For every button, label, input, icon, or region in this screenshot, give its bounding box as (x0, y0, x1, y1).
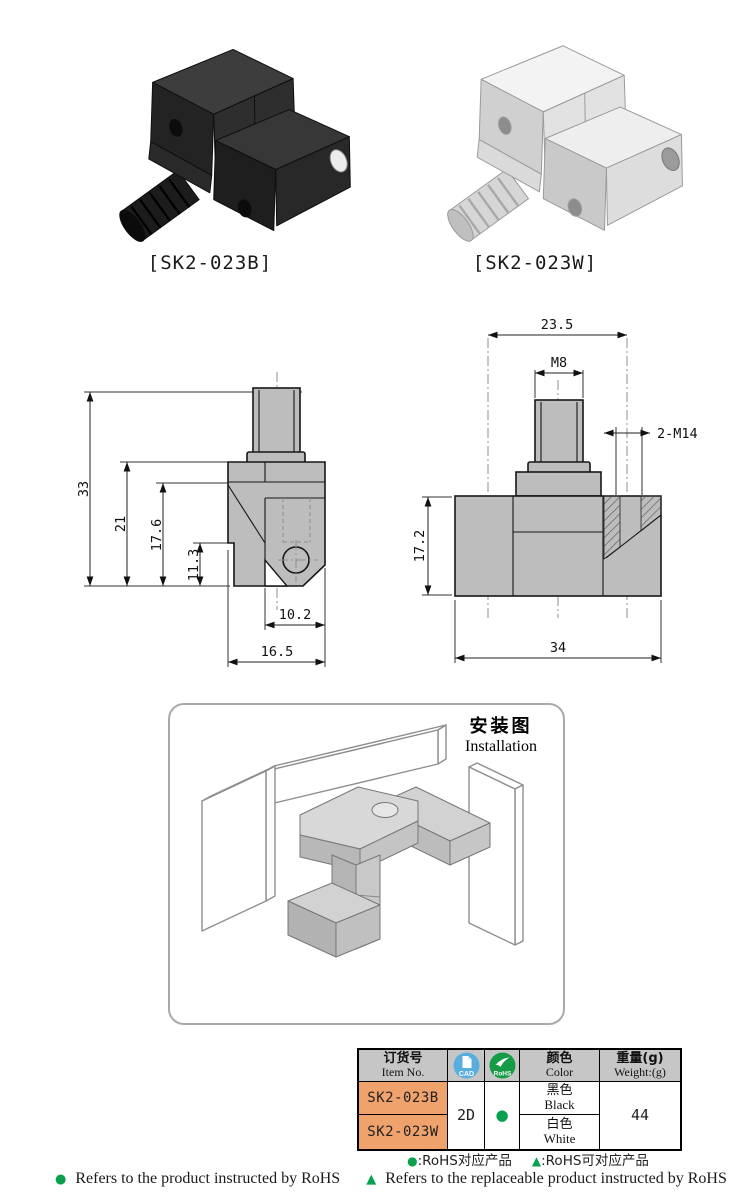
green-triangle-icon: ▲ (366, 1171, 377, 1187)
product-label-black: [SK2-023B] (147, 252, 273, 274)
rohs-legend-zh: ●:RoHS对应产品 ▲:RoHS可对应产品 (378, 1149, 678, 1169)
rohs-dot: ● (495, 1105, 509, 1124)
hinge-isometric (287, 786, 491, 958)
green-dot-icon: ● (55, 1171, 67, 1187)
dim-33: 33 (76, 481, 92, 497)
installation-title-zh: 安装图 (469, 716, 533, 737)
rohs-status: ● (485, 1082, 520, 1149)
side-view: 33 21 17.6 11.3 10.2 16.5 (76, 372, 326, 667)
frame-right-plate (468, 762, 524, 946)
green-triangle-icon: ▲ (531, 1154, 542, 1168)
header-color-zh: 颜色 (546, 1051, 573, 1067)
dim-17-2: 17.2 (412, 530, 428, 563)
color-black-zh: 黑色 (546, 1083, 573, 1099)
weight-value: 44 (630, 1105, 650, 1124)
header-item-en: Item No. (381, 1065, 425, 1080)
rohs-legend-en-tri-text: Refers to the replaceable product instru… (385, 1170, 727, 1187)
rohs-legend-en: ● Refers to the product instructed by Ro… (55, 1170, 727, 1188)
color-black-cell: 黑色 Black (520, 1082, 600, 1115)
dim-2-m14: 2-M14 (657, 426, 698, 442)
header-item-zh: 订货号 (383, 1051, 423, 1067)
installation-box: 安装图 Installation (168, 703, 565, 1025)
dim-10-2: 10.2 (279, 607, 312, 623)
hinge-top-wing (299, 786, 419, 872)
item-number-black: SK2-023B (359, 1082, 448, 1115)
dim-21: 21 (113, 516, 129, 532)
header-item-no: 订货号 Item No. (359, 1050, 448, 1082)
front-view: 23.5 M8 2-M14 17.2 34 (412, 317, 698, 663)
header-color-en: Color (545, 1065, 574, 1080)
installation-isometric-drawing (201, 724, 524, 958)
installation-title: 安装图 Installation (465, 716, 537, 756)
dim-17-6: 17.6 (149, 519, 165, 552)
dim-23-5: 23.5 (541, 317, 574, 333)
color-white-en: White (543, 1131, 576, 1146)
hinge-bottom-wing (287, 882, 381, 958)
product-photo-black (95, 32, 375, 250)
spec-table: 订货号 Item No. CAD RoHS 颜色 Color 重量(g) Wei… (357, 1048, 682, 1151)
color-white-zh: 白色 (546, 1117, 573, 1133)
frame-left-plate (201, 765, 276, 932)
header-weight-en: Weight:(g) (614, 1065, 666, 1080)
header-color: 颜色 Color (520, 1050, 600, 1082)
rohs-legend-zh-tri: ▲:RoHS可对应产品 (531, 1153, 649, 1169)
svg-text:RoHS: RoHS (493, 1071, 511, 1078)
product-photo-white (425, 28, 705, 250)
cad-value: 2D (448, 1082, 485, 1149)
header-cad: CAD (448, 1050, 485, 1082)
technical-drawing: 33 21 17.6 11.3 10.2 16.5 (76, 317, 698, 667)
rohs-legend-zh-dot: ●:RoHS对应产品 (407, 1153, 512, 1169)
cad-icon: CAD (453, 1052, 479, 1079)
color-black-en: Black (544, 1097, 575, 1112)
color-white-cell: 白色 White (520, 1115, 600, 1149)
header-rohs: RoHS (485, 1050, 520, 1082)
green-dot-icon: ● (407, 1154, 418, 1168)
rohs-legend-en-dot-text: Refers to the product instructed by RoHS (75, 1170, 341, 1187)
dim-34: 34 (550, 640, 566, 656)
dim-11-3: 11.3 (186, 549, 202, 582)
rohs-icon: RoHS (489, 1052, 515, 1079)
installation-title-en: Installation (465, 737, 537, 755)
header-weight-zh: 重量(g) (616, 1051, 664, 1067)
dim-16-5: 16.5 (261, 644, 294, 660)
svg-text:CAD: CAD (458, 1071, 473, 1078)
product-label-white: [SK2-023W] (472, 252, 598, 274)
hinge-top-hole (371, 802, 399, 818)
dim-m8: M8 (551, 355, 567, 371)
item-number-white: SK2-023W (359, 1115, 448, 1149)
header-weight: 重量(g) Weight:(g) (600, 1050, 680, 1082)
